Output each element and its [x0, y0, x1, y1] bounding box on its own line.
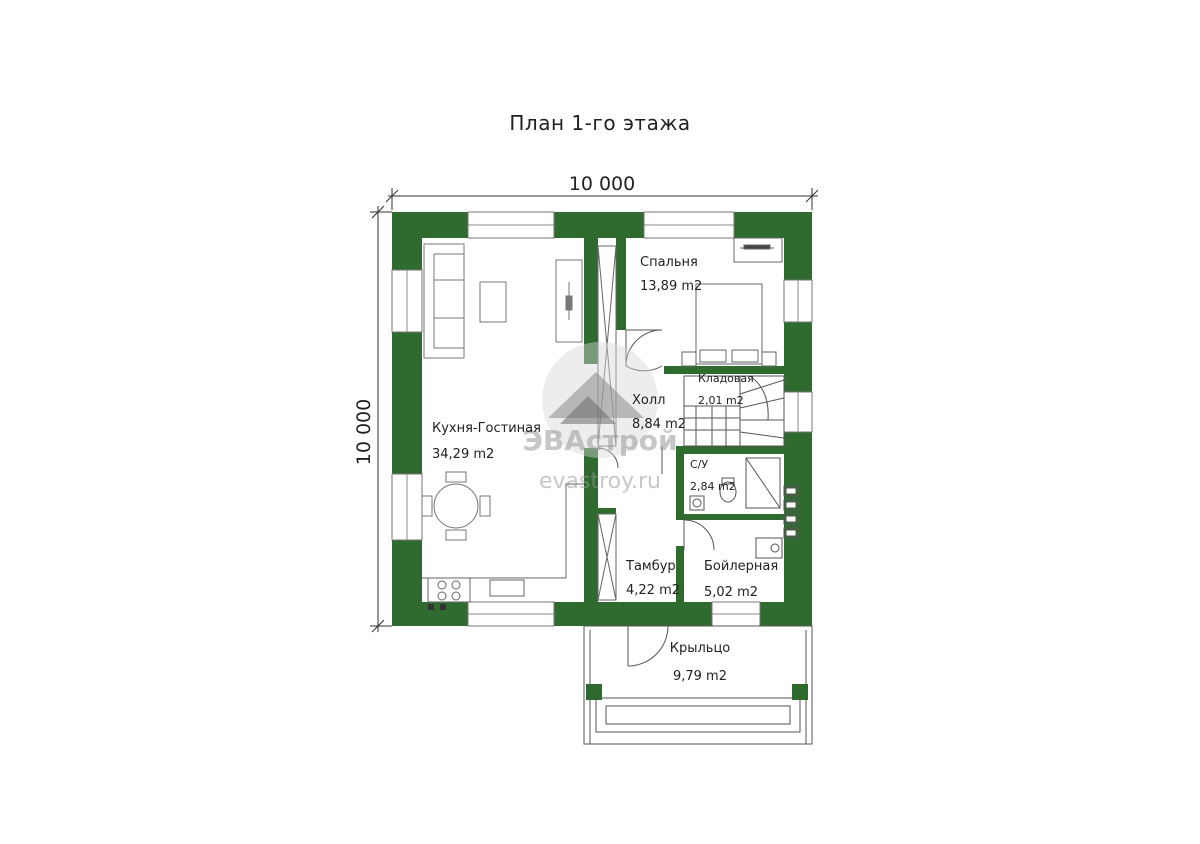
tv-stand [555, 259, 583, 343]
plan-title: План 1-го этажа [509, 111, 690, 135]
room-pantry-area: 2,01 m2 [698, 394, 744, 407]
room-wc-name: С/У [690, 458, 708, 471]
width-label: 10 000 [569, 173, 635, 195]
interior-walls [584, 238, 784, 602]
boiler-equipment [755, 485, 799, 559]
height-label: 10 000 [353, 399, 375, 465]
coffee-table [479, 281, 507, 323]
room-bedroom-area: 13,89 m2 [640, 279, 702, 294]
room-porch-area: 9,79 m2 [673, 669, 727, 684]
stove-burners [428, 604, 446, 610]
room-wc-area: 2,84 m2 [690, 480, 736, 493]
staircase [683, 375, 785, 447]
bed [681, 283, 777, 367]
watermark-site: evastroy.ru [539, 469, 661, 494]
window-panes [406, 224, 799, 615]
height-dimension [370, 205, 392, 633]
exterior-walls [392, 212, 812, 626]
wc-fixtures [689, 457, 781, 511]
room-bedroom-name: Спальня [640, 255, 698, 270]
room-kitchen-area: 34,29 m2 [432, 447, 494, 462]
watermark: ЭВАстрой evastroy.ru [522, 342, 678, 494]
sofa [423, 243, 465, 359]
room-vestibule-area: 4,22 m2 [626, 583, 680, 598]
room-kitchen-name: Кухня-Гостиная [432, 421, 541, 436]
watermark-brand: ЭВАстрой [522, 424, 677, 457]
kitchen-counter-zone [422, 483, 584, 603]
room-pantry-name: Кладовая [698, 372, 754, 385]
porch-columns [586, 684, 808, 700]
tree-icon [560, 396, 616, 424]
room-boiler-area: 5,02 m2 [704, 585, 758, 600]
width-dimension [385, 188, 819, 210]
dining-table [421, 471, 491, 541]
room-hall-area: 8,84 m2 [632, 417, 686, 432]
room-boiler-name: Бойлерная [704, 559, 778, 574]
room-hall-name: Холл [632, 393, 665, 408]
doors [597, 329, 715, 667]
house-logo-icon [548, 372, 644, 418]
room-porch-name: Крыльцо [670, 641, 731, 656]
room-vestibule-name: Тамбур [625, 559, 676, 574]
wardrobe [733, 237, 783, 263]
